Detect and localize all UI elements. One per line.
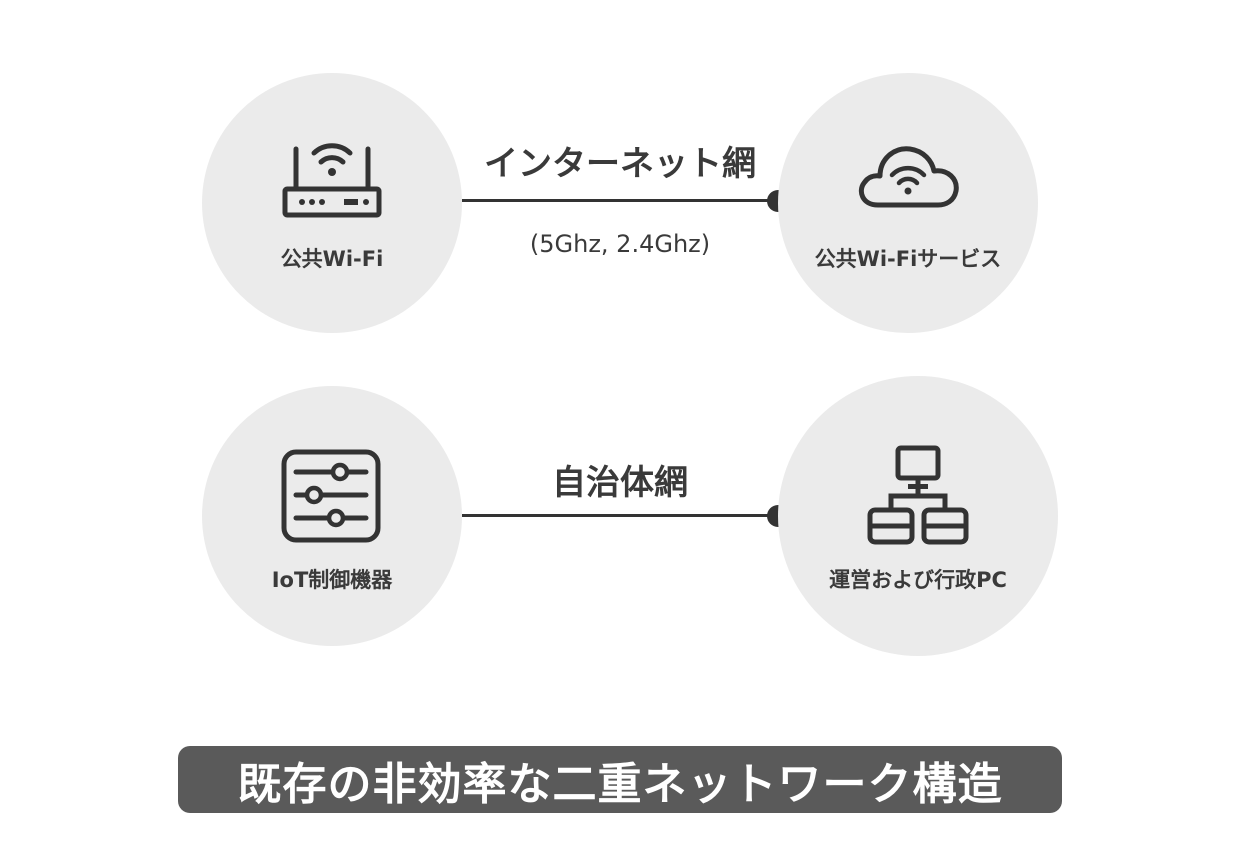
- node-label: 運営および行政PC: [829, 568, 1007, 592]
- wifi-router-icon: [282, 143, 382, 218]
- connection-line-municipal: [462, 514, 778, 517]
- network-computers-icon: [867, 445, 969, 545]
- summary-banner: 既存の非効率な二重ネットワーク構造: [178, 746, 1062, 813]
- node-iot-devices: IoT制御機器: [202, 386, 462, 646]
- link-title-internet: インターネット網: [484, 144, 756, 184]
- summary-banner-text: 既存の非効率な二重ネットワーク構造: [237, 758, 1003, 810]
- node-admin-pcs: 運営および行政PC: [778, 376, 1058, 656]
- node-label: IoT制御機器: [271, 568, 393, 592]
- link-subtitle-frequency: (5Ghz, 2.4Ghz): [529, 230, 711, 258]
- connection-line-internet: [462, 199, 778, 202]
- control-sliders-icon: [281, 449, 381, 543]
- node-public-wifi: 公共Wi-Fi: [202, 73, 462, 333]
- node-public-wifi-service: 公共Wi-Fiサービス: [778, 73, 1038, 333]
- link-title-municipal: 自治体網: [552, 463, 688, 503]
- node-label: 公共Wi-Fiサービス: [814, 247, 1002, 271]
- node-label: 公共Wi-Fi: [280, 247, 384, 271]
- wifi-cloud-icon: [858, 146, 959, 208]
